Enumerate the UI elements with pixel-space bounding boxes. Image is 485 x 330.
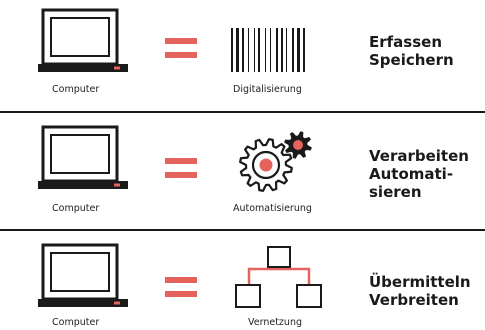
heading-verarbeiten: Verarbeiten Automati- sieren	[369, 147, 469, 201]
heading-line: Erfassen	[369, 33, 443, 51]
heading-erfassen-speichern: Erfassen Speichern	[369, 33, 454, 69]
divider	[0, 229, 485, 231]
laptop-icon	[38, 125, 128, 189]
equals-sign	[165, 158, 197, 178]
barcode-icon	[231, 28, 305, 72]
divider	[0, 111, 485, 113]
laptop-icon	[38, 8, 128, 72]
row-automatisierung: Computer Automatisierung Verarbeiten Aut…	[0, 113, 485, 229]
gears-icon	[239, 131, 312, 192]
heading-line: Automati-	[369, 165, 454, 183]
vernetzung-caption: Vernetzung	[248, 317, 302, 328]
heading-line: Speichern	[369, 51, 454, 69]
heading-line: Übermitteln	[369, 273, 471, 291]
heading-line: Verarbeiten	[369, 147, 469, 165]
row-digitalisierung: Computer Digitalisierung Erfassen Speich…	[0, 0, 485, 110]
digitalisierung-caption: Digitalisierung	[233, 84, 302, 95]
row-vernetzung: Computer Vernetzung Übermitteln Verbreit…	[0, 231, 485, 330]
heading-line: Verbreiten	[369, 291, 459, 309]
automatisierung-caption: Automatisierung	[233, 203, 312, 214]
laptop-icon	[38, 243, 128, 307]
equals-sign	[165, 38, 197, 58]
network-icon	[235, 246, 322, 308]
computer-caption: Computer	[52, 84, 100, 95]
computer-caption: Computer	[52, 317, 100, 328]
heading-line: sieren	[369, 183, 422, 201]
computer-caption: Computer	[52, 203, 100, 214]
heading-uebermitteln: Übermitteln Verbreiten	[369, 273, 471, 309]
equals-sign	[165, 277, 197, 297]
